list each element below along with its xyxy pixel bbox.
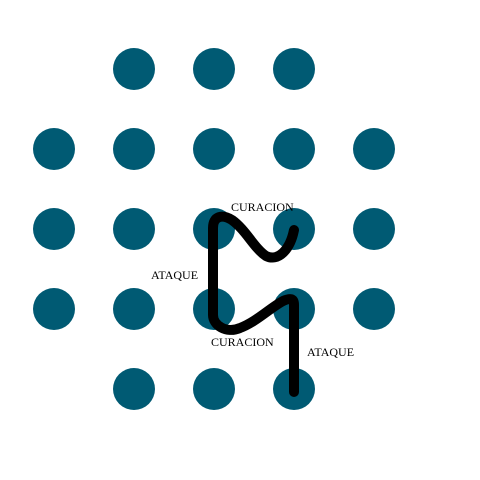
grid-dot[interactable] (273, 128, 315, 170)
grid-dot[interactable] (113, 48, 155, 90)
grid-dot[interactable] (33, 128, 75, 170)
move-path (208, 211, 299, 397)
grid-dot[interactable] (353, 128, 395, 170)
grid-dot[interactable] (193, 128, 235, 170)
grid-dot[interactable] (113, 288, 155, 330)
label-curacion-top: CURACION (231, 200, 294, 214)
grid-dot[interactable] (353, 288, 395, 330)
grid-dot[interactable] (113, 368, 155, 410)
grid-dot[interactable] (193, 48, 235, 90)
label-ataque-left: ATAQUE (151, 268, 198, 282)
grid-dot[interactable] (353, 208, 395, 250)
grid-dot[interactable] (113, 208, 155, 250)
grid-dot[interactable] (273, 48, 315, 90)
label-curacion-bottom: CURACION (211, 335, 274, 349)
grid-dot[interactable] (33, 288, 75, 330)
grid-dot[interactable] (113, 128, 155, 170)
grid-dot[interactable] (33, 208, 75, 250)
label-ataque-right: ATAQUE (307, 345, 354, 359)
grid-dot[interactable] (193, 368, 235, 410)
